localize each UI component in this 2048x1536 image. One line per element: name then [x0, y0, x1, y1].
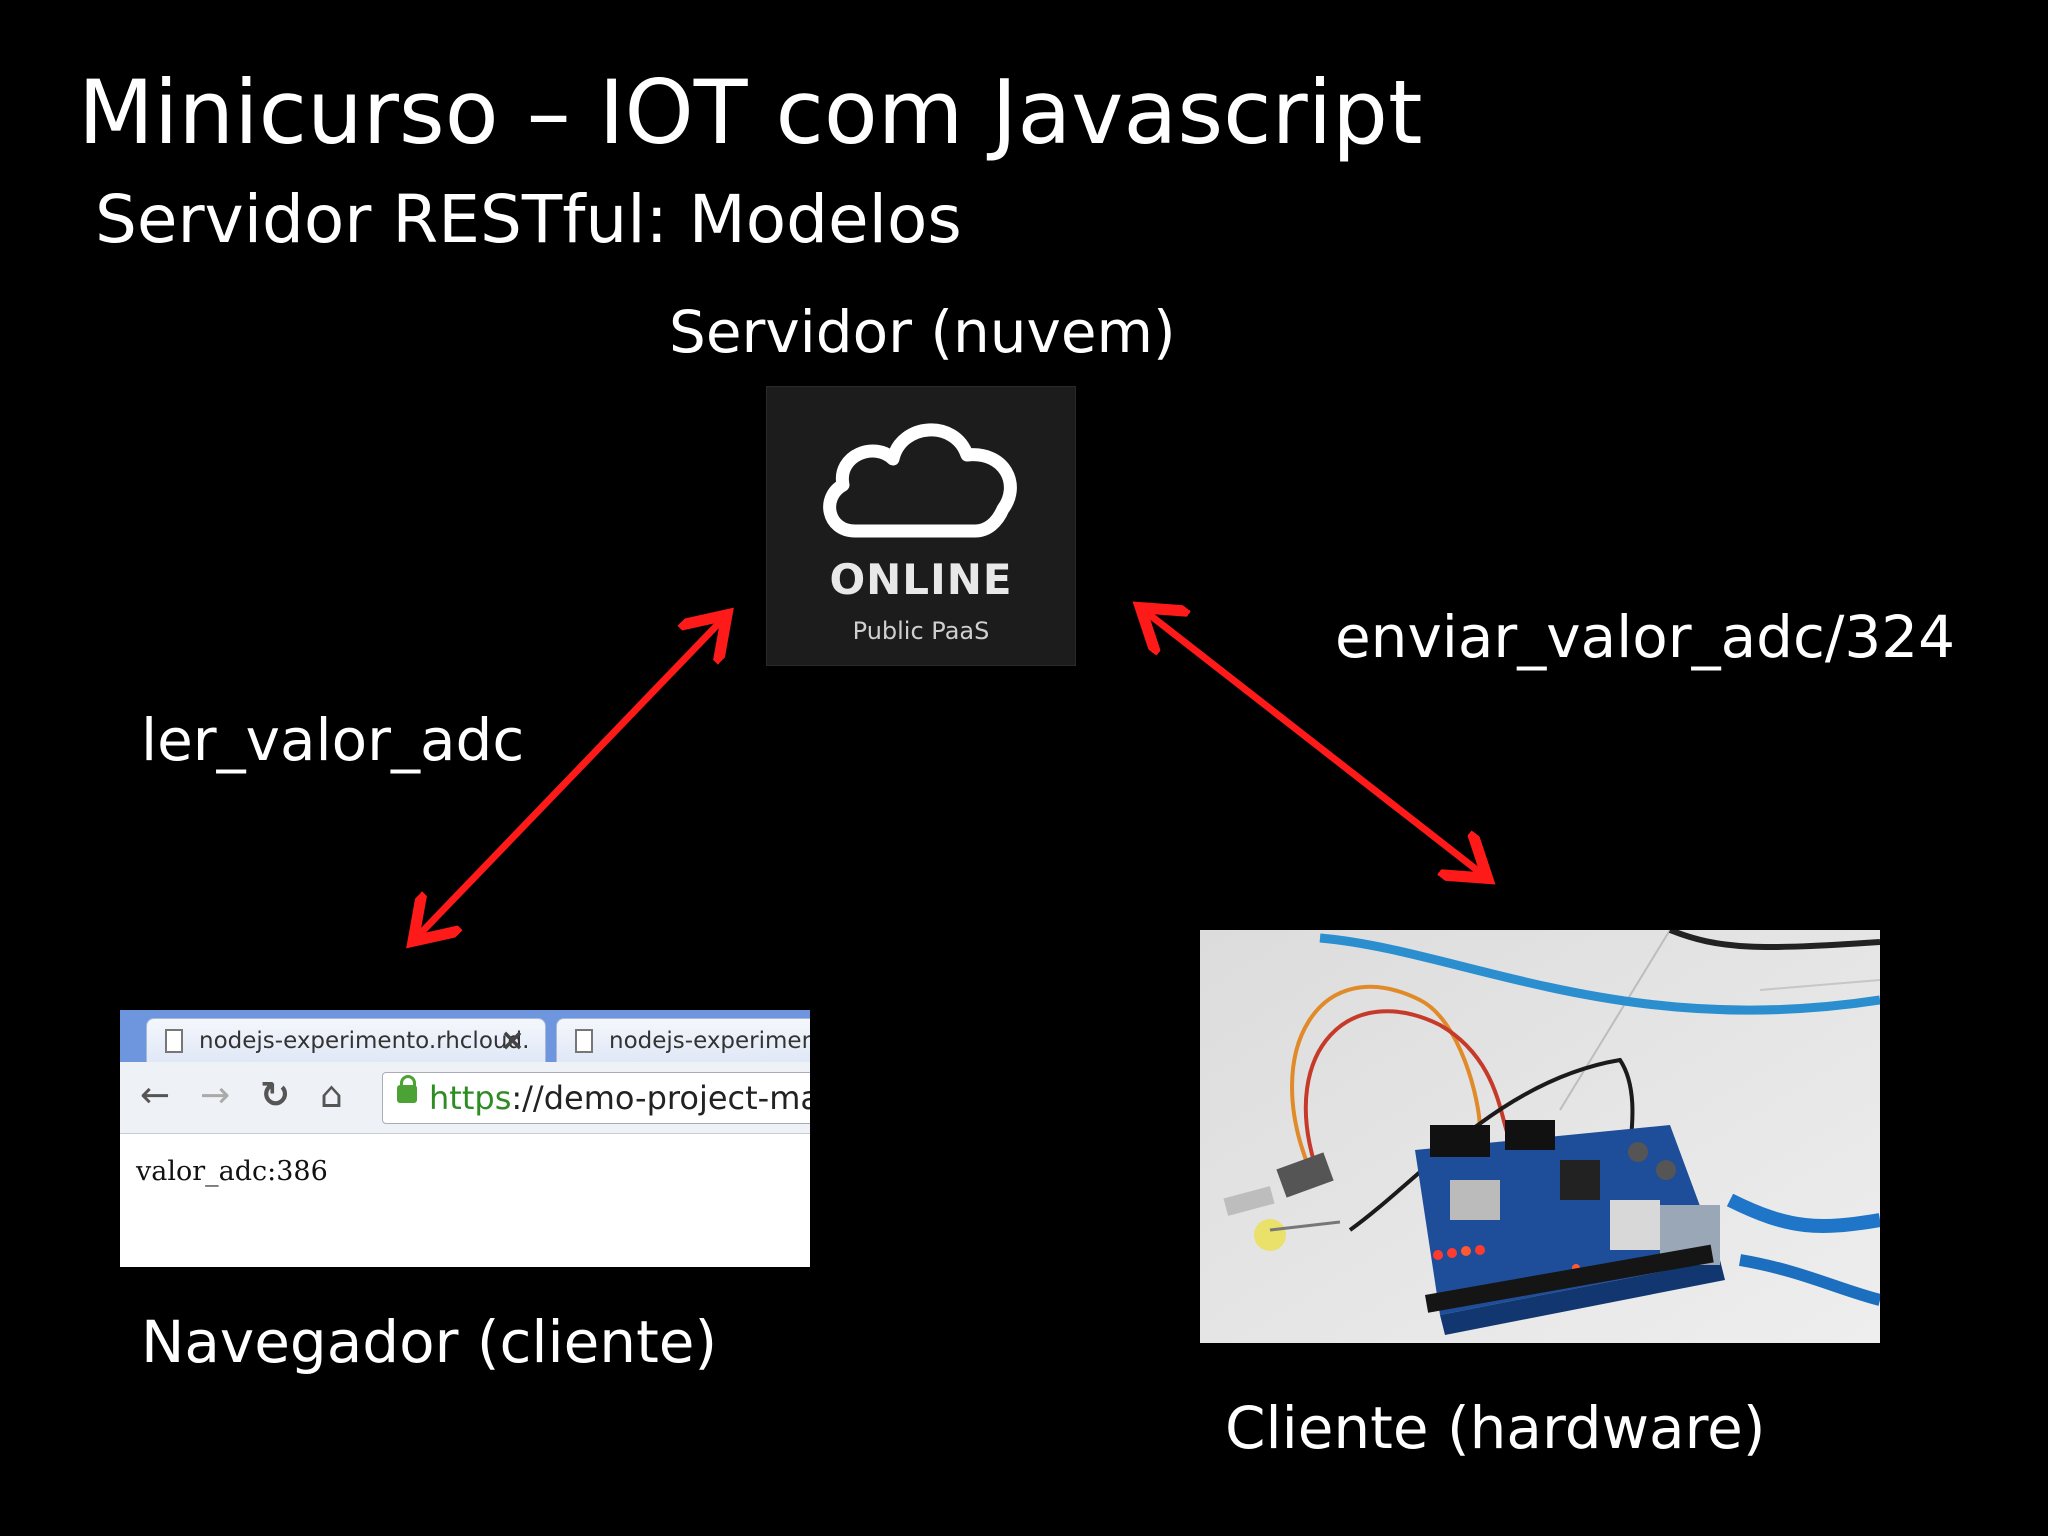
browser-label: Navegador (cliente): [141, 1308, 718, 1376]
arrow-browser-server: [418, 620, 722, 936]
url-text: https://demo-project-ma: [429, 1079, 810, 1117]
paas-badge-text: Public PaaS: [852, 617, 990, 645]
slide-subtitle: Servidor RESTful: Modelos: [95, 181, 962, 258]
cloud-icon: [823, 423, 1017, 538]
reload-icon[interactable]: ↻: [260, 1075, 291, 1116]
home-icon[interactable]: ⌂: [320, 1075, 343, 1116]
hardware-label: Cliente (hardware): [1225, 1394, 1766, 1462]
browser-toolbar: ← → ↻ ⌂ https://demo-project-ma: [120, 1062, 810, 1134]
online-badge-text: ONLINE: [829, 555, 1013, 604]
page-icon: [575, 1029, 593, 1053]
tab-title: nodejs-experiment: [609, 1028, 810, 1054]
browser-tab-1[interactable]: nodejs-experimento.rhcloud. ×: [146, 1018, 546, 1064]
browser-tab-2[interactable]: nodejs-experiment: [556, 1018, 810, 1064]
close-icon[interactable]: ×: [499, 1023, 525, 1058]
arrow-server-hardware: [1146, 612, 1482, 874]
slide-title: Minicurso – IOT com Javascript: [78, 61, 1423, 164]
page-icon: [165, 1029, 183, 1053]
server-cloud-tile: ONLINE Public PaaS: [766, 386, 1076, 666]
forward-arrow-icon[interactable]: →: [200, 1075, 231, 1116]
server-label: Servidor (nuvem): [669, 298, 1176, 366]
arduino-board-picture: [1200, 930, 1880, 1343]
browser-tab-bar: nodejs-experimento.rhcloud. × nodejs-exp…: [120, 1010, 810, 1064]
lock-icon: [397, 1075, 417, 1103]
hardware-photo: [1200, 930, 1880, 1343]
page-content: valor_adc:386: [136, 1156, 328, 1187]
tab-title: nodejs-experimento.rhcloud.: [199, 1028, 530, 1054]
browser-window: nodejs-experimento.rhcloud. × nodejs-exp…: [120, 1010, 810, 1267]
address-bar[interactable]: https://demo-project-ma: [382, 1072, 810, 1124]
back-arrow-icon[interactable]: ←: [140, 1075, 171, 1116]
